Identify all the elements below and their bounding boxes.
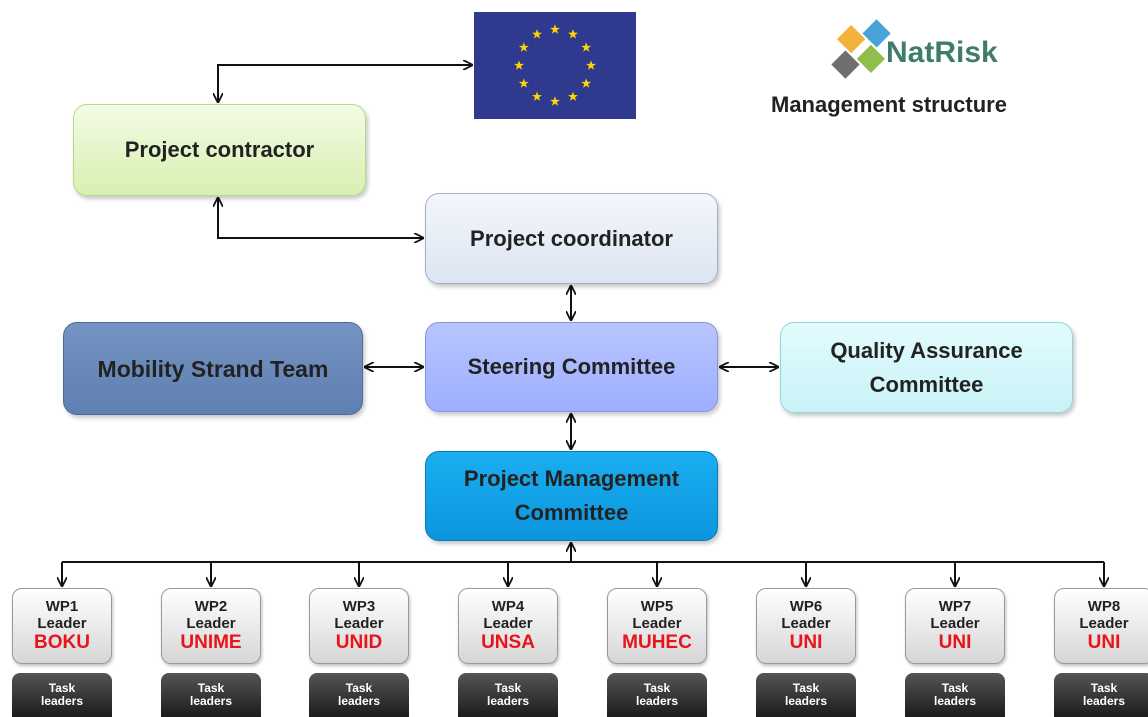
eu-star-icon: [518, 42, 529, 52]
wp-id-label: WP2: [194, 598, 228, 615]
eu-star-icon: [568, 91, 578, 101]
mobility-strand-team-label: Mobility Strand Team: [97, 355, 329, 382]
wp-id-label: WP4: [491, 598, 525, 615]
task-label: Task: [792, 681, 820, 695]
task-label: Task: [48, 681, 76, 695]
eu-star-icon: [581, 42, 592, 52]
natrisk-logo-icon: [830, 16, 892, 82]
task-label: Task: [345, 681, 373, 695]
wp-org-label: UNSA: [481, 632, 535, 653]
eu-star-icon: [532, 29, 542, 39]
wp-leader-label: Leader: [781, 615, 831, 632]
wp-id-label: WP8: [1087, 598, 1121, 615]
wp-leader-label: Leader: [483, 615, 533, 632]
natrisk-logo: NatRisk: [830, 14, 1020, 84]
wp-org-label: UNI: [938, 632, 972, 653]
wp-org-label: UNID: [335, 632, 383, 653]
eu-stars-icon: [474, 12, 636, 119]
eu-star-icon: [581, 78, 592, 88]
eu-flag: [474, 12, 636, 119]
project-contractor-label: Project contractor: [124, 137, 315, 162]
quality-assurance-label-line1: Quality Assurance: [830, 337, 1023, 363]
leaders-label: leaders: [1082, 694, 1126, 708]
wp-leader-label: Leader: [632, 615, 682, 632]
task-label: Task: [1090, 681, 1118, 695]
task-label: Task: [643, 681, 671, 695]
eu-star-icon: [518, 78, 529, 88]
quality-assurance-label-line2: Committee: [869, 371, 984, 397]
eu-star-icon: [568, 29, 578, 39]
leaders-label: leaders: [337, 694, 381, 708]
wp-leader-label: Leader: [930, 615, 980, 632]
wp-id-label: WP3: [342, 598, 376, 615]
eu-star-icon: [550, 24, 560, 34]
leaders-label: leaders: [933, 694, 977, 708]
task-label: Task: [197, 681, 225, 695]
project-coordinator-box: Project coordinator: [425, 193, 718, 284]
leaders-label: leaders: [635, 694, 679, 708]
mobility-strand-team-box: Mobility Strand Team: [63, 322, 363, 415]
wp-id-label: WP6: [789, 598, 823, 615]
arrow-contractor-coordinator: [218, 198, 423, 238]
project-contractor-box: Project contractor: [73, 104, 366, 196]
eu-star-icon: [514, 60, 524, 70]
eu-star-icon: [586, 60, 596, 70]
wp-org-label: UNI: [1087, 632, 1121, 653]
wp-id-label: WP1: [45, 598, 79, 615]
leaders-label: leaders: [40, 694, 84, 708]
arrow-contractor-eu: [218, 65, 472, 102]
leaders-label: leaders: [189, 694, 233, 708]
steering-committee-label: Steering Committee: [467, 354, 676, 379]
wp-org-label: UNIME: [180, 632, 242, 653]
wp-leader-label: Leader: [37, 615, 87, 632]
leaders-label: leaders: [784, 694, 828, 708]
task-label: Task: [494, 681, 522, 695]
wp-org-label: BOKU: [34, 632, 90, 653]
wp-id-label: WP5: [640, 598, 674, 615]
pmc-label-line2: Committee: [514, 500, 629, 525]
project-coordinator-label: Project coordinator: [470, 225, 673, 251]
wp-leader-label: Leader: [334, 615, 384, 632]
page-title: Management structure: [771, 92, 1007, 117]
project-management-committee-box: Project Management Committee: [425, 451, 718, 541]
logo-brand-text: NatRisk: [886, 36, 998, 69]
eu-star-icon: [532, 91, 542, 101]
wp-id-label: WP7: [938, 598, 972, 615]
pmc-label-line1: Project Management: [463, 466, 680, 491]
eu-star-icon: [550, 96, 560, 106]
wp-org-label: MUHEC: [622, 632, 692, 653]
leaders-label: leaders: [486, 694, 530, 708]
wp-leader-label: Leader: [186, 615, 236, 632]
quality-assurance-committee-box: Quality Assurance Committee: [780, 322, 1073, 413]
steering-committee-box: Steering Committee: [425, 322, 718, 412]
wp-leader-label: Leader: [1079, 615, 1129, 632]
wp-org-label: UNI: [789, 632, 823, 653]
task-label: Task: [941, 681, 969, 695]
